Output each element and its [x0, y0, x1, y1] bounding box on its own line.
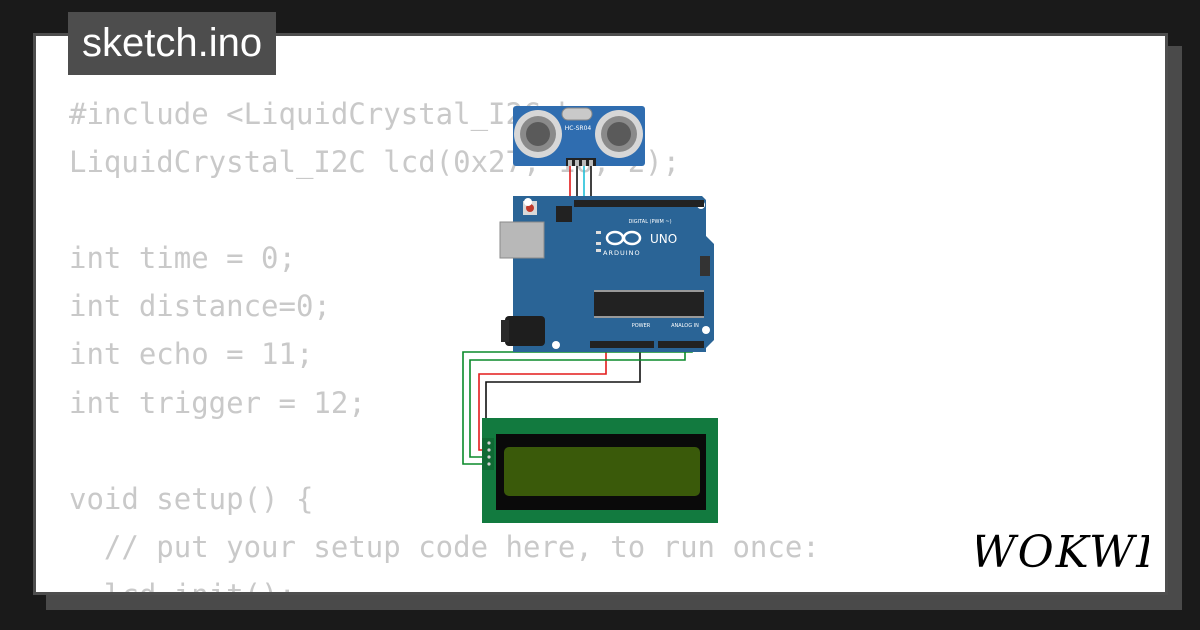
arduino-board: DIGITAL (PWM ~) UNO ARDUINO POWER ANALOG…	[499, 196, 714, 352]
arduino-logo	[605, 230, 642, 246]
digital-header-label: DIGITAL (PWM ~)	[628, 219, 671, 225]
code-line: int distance=0;	[69, 289, 331, 324]
board-model: UNO	[650, 232, 677, 246]
ultrasonic-sensor: HC-SR04	[513, 106, 645, 166]
code-line: // put your setup code here, to run once…	[69, 529, 820, 564]
code-line: void setup() {	[69, 481, 314, 516]
code-line: lcd.init();	[69, 577, 296, 595]
analog-header-label: ANALOG IN	[671, 323, 699, 329]
lcd-display	[482, 418, 718, 523]
power-header-label: POWER	[632, 323, 651, 329]
wokwi-logo: WOKWI	[977, 527, 1149, 575]
code-line: int echo = 11;	[69, 337, 314, 372]
code-line: int trigger = 12;	[69, 385, 366, 420]
board-brand: ARDUINO	[603, 249, 641, 257]
circuit-diagram: HC-SR04 DIGITAL (PWM ~) UNO ARDUINO	[462, 106, 718, 523]
code-line: int time = 0;	[69, 241, 296, 276]
file-title: sketch.ino	[68, 12, 277, 75]
sensor-label: HC-SR04	[565, 125, 592, 132]
wire-lcd-sda	[469, 346, 686, 458]
wokwi-logo-text: WOKWI	[977, 527, 1149, 575]
wire-sensor-echo	[583, 166, 612, 199]
